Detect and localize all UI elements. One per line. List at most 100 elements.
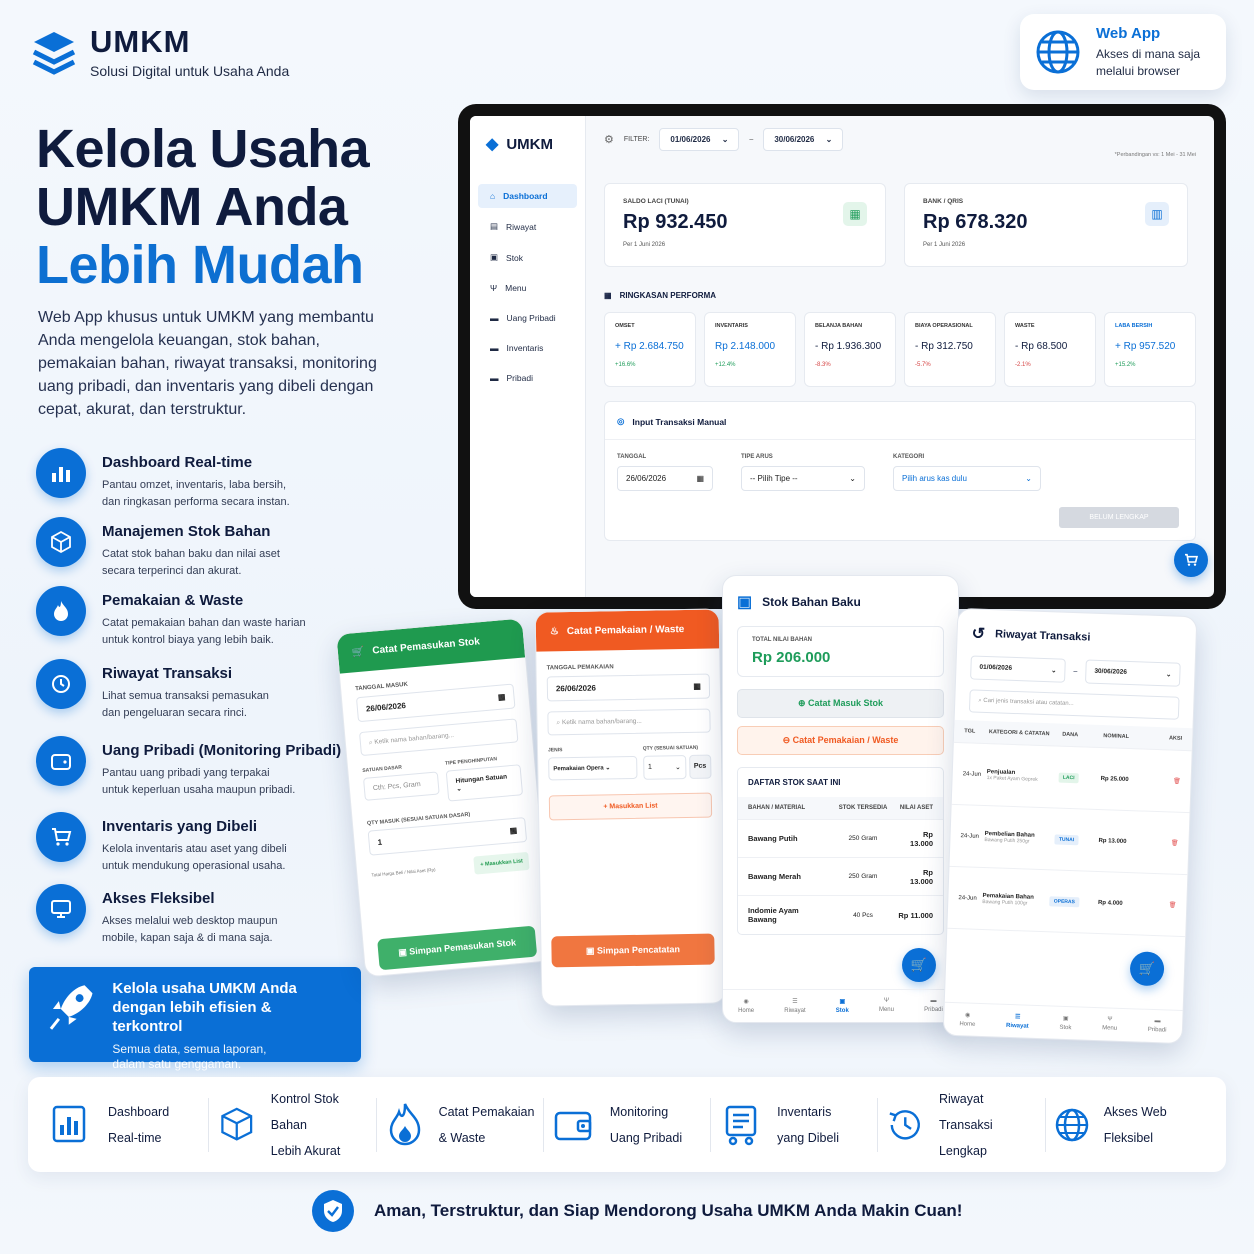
cart-icon — [725, 1105, 757, 1145]
search-input[interactable]: ⌕ Ketik nama bahan/barang... — [358, 718, 519, 757]
nav-riwayat[interactable]: ☰Riwayat — [784, 998, 805, 1014]
jenis-select[interactable]: Pemakaian Opera ⌄ — [548, 755, 638, 781]
nav-pribadi[interactable]: ▬Pribadi — [1148, 1018, 1167, 1035]
nav-pribadi[interactable]: ▬Pribadi — [924, 998, 943, 1014]
date-from: 01/06/2026 — [979, 663, 1013, 672]
sidebar-item-stok[interactable]: ▣Stok — [478, 245, 577, 270]
tanggal-label: TANGGAL — [617, 454, 647, 460]
trash-icon[interactable]: 🗑 — [1172, 778, 1181, 785]
row-value: Rp 13.000 — [910, 829, 933, 848]
perf-change: -2.1% — [1015, 362, 1031, 368]
row-note: Bawang Putih 250gr — [984, 836, 1030, 845]
add-list-button[interactable]: + Masukkan List — [548, 792, 713, 821]
qty-label: QTY (SESUAI SATUAN) — [642, 744, 699, 752]
globe-icon — [1036, 30, 1080, 74]
nav-home[interactable]: ◉Home — [738, 998, 754, 1014]
flame-icon — [36, 586, 86, 636]
box-icon: ▣ — [490, 252, 499, 262]
utensils-icon: Ψ — [490, 283, 498, 293]
save-label: Simpan Pemasukan Stok — [408, 937, 517, 957]
chevron-down-icon: ⌄ — [849, 474, 856, 483]
add-list-button[interactable]: + Masukkan List — [473, 851, 530, 875]
perf-card-waste: WASTE- Rp 68.500-2.1% — [1004, 312, 1096, 387]
chevron-down-icon: ⌄ — [721, 135, 729, 144]
input-title: Input Transaksi Manual — [632, 416, 727, 427]
trash-icon[interactable]: 🗑 — [1170, 840, 1179, 847]
sidebar-item-dashboard[interactable]: ⌂Dashboard — [478, 184, 577, 208]
row-value: Rp 11.000 — [898, 910, 933, 920]
feature-desc: Lihat semua transaksi pemasukan dan peng… — [102, 690, 269, 719]
qty-select[interactable]: 1 ⌄ — [642, 755, 687, 780]
perf-label: LABA BERSIH — [1115, 323, 1153, 329]
tanggal-input[interactable]: 26/06/2026▦ — [617, 466, 713, 491]
perf-change: +12.4% — [715, 362, 736, 368]
save-usage-button[interactable]: ▣ Simpan Pencatatan — [551, 933, 715, 968]
tanggal-input[interactable]: 26/06/2026▦ — [546, 673, 711, 702]
date-from-select[interactable]: 01/06/2026 ⌄ — [659, 128, 740, 151]
tipe-select[interactable]: -- Pilih Tipe --⌄ — [741, 466, 865, 491]
utensils-icon: Ψ — [1107, 1016, 1113, 1023]
cart-fab[interactable]: 🛒 — [1129, 951, 1165, 987]
usage-button[interactable]: ⊖ Catat Pemakaian / Waste — [737, 726, 944, 755]
sidebar-item-inventaris[interactable]: ▬Inventaris — [478, 336, 577, 360]
strip-item-stock: Kontrol Stok Bahan Lebih Akurat — [209, 1092, 377, 1158]
search-input[interactable]: ⌕ Cari jenis transaksi atau catatan... — [968, 689, 1180, 720]
sidebar-item-pribadi[interactable]: ▬Pribadi — [478, 366, 577, 390]
unit-label: Pcs — [688, 754, 712, 779]
satuan-input[interactable]: Cth: Pcs, Gram — [362, 771, 440, 801]
nav-stok[interactable]: ▣Stok — [836, 998, 849, 1014]
feature-title: Inventaris yang Dibeli — [102, 818, 258, 835]
sidebar-brand-text: UMKM — [506, 135, 553, 153]
kategori-select[interactable]: Pilih arus kas dulu⌄ — [893, 466, 1041, 491]
date-to-select[interactable]: 30/06/2026⌄ — [1084, 659, 1181, 687]
feature-title: Pemakaian & Waste — [102, 592, 244, 609]
submit-button[interactable]: BELUM LENGKAP — [1059, 507, 1179, 528]
perf-change: +16.6% — [615, 362, 636, 368]
cart-fab[interactable] — [1174, 543, 1208, 577]
strip-text: Inventaris yang Dibeli — [777, 1104, 839, 1145]
sidebar-item-riwayat[interactable]: ▤Riwayat — [478, 214, 577, 239]
perf-value: Rp 2.148.000 — [715, 341, 776, 352]
cart-icon — [1185, 553, 1199, 566]
list-icon: ☰ — [1014, 1014, 1021, 1021]
cart-fab[interactable]: 🛒 — [902, 948, 936, 982]
row-date: 24-Jun — [962, 770, 982, 778]
date-from-select[interactable]: 01/06/2026⌄ — [970, 655, 1066, 683]
tipe-value: Hitungan Satuan — [455, 773, 508, 785]
tanggal-value: 26/06/2026 — [365, 700, 407, 714]
header-stok: STOK TERSEDIA — [838, 805, 888, 811]
perf-label: WASTE — [1015, 323, 1035, 329]
jenis-value: Pemakaian Opera — [553, 765, 604, 773]
sidebar-item-uang-pribadi[interactable]: ▬Uang Pribadi — [478, 306, 577, 330]
nav-home[interactable]: ◉Home — [959, 1011, 976, 1027]
chevron-down-icon: ⌄ — [1165, 671, 1172, 679]
save-stock-in-button[interactable]: ▣ Simpan Pemasukan Stok — [377, 925, 538, 971]
trash-icon[interactable]: 🗑 — [1168, 902, 1177, 909]
nav-riwayat[interactable]: ☰Riwayat — [1006, 1013, 1029, 1029]
stock-in-button[interactable]: ⊕ Catat Masuk Stok — [737, 689, 944, 718]
cta-banner: Kelola usaha UMKM Anda dengan lebih efis… — [29, 967, 361, 1071]
date-to-select[interactable]: 30/06/2026 ⌄ — [763, 128, 844, 151]
feature-desc: Pantau omzet, inventaris, laba bersih, d… — [102, 479, 290, 508]
tipe-select[interactable]: Hitungan Satuan ⌄ — [445, 764, 524, 802]
wallet-icon — [554, 1111, 592, 1140]
date-separator: – — [1073, 667, 1078, 675]
header-kategori: KATEGORI & CATATAN — [988, 729, 1050, 738]
bar-chart-icon — [36, 448, 86, 498]
search-input[interactable]: ⌕ Ketik nama bahan/barang... — [547, 708, 711, 736]
nav-stok[interactable]: ▣Stok — [1059, 1015, 1072, 1031]
